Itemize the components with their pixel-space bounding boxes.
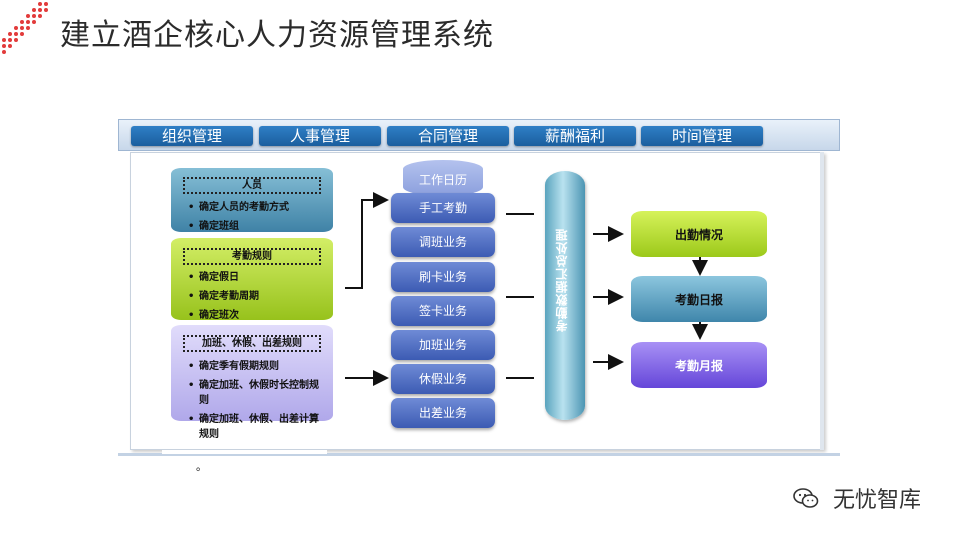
stack-item-leave: 休假业务 [391,364,495,394]
overtime-item: 确定加班、休假时长控制规则 [185,378,325,408]
process-label: 考勤数据汇总处理 [555,228,569,332]
attendance-rules-box: 考勤规则 确定假日 确定考勤周期 确定班次 [171,238,333,325]
tab-personnel[interactable]: 人事管理 [259,126,381,146]
panel-scrollbar [820,152,824,450]
staff-item: 确定人员的考勤方式 [185,198,289,217]
staff-box: 人员 确定人员的考勤方式 确定班组 [171,168,333,236]
footer-glyph: 。 [196,460,207,473]
tab-org[interactable]: 组织管理 [131,126,253,146]
tab-contract[interactable]: 合同管理 [387,126,509,146]
process-cylinder [545,171,585,420]
divider-gap [162,450,327,454]
stack-item-card-swipe: 刷卡业务 [391,262,495,292]
stack-item-shift-swap: 调班业务 [391,227,495,257]
logo-dots [2,2,48,54]
wechat-icon [793,488,819,508]
module-nav-bar: 组织管理 人事管理 合同管理 薪酬福利 时间管理 [118,119,840,151]
tab-salary[interactable]: 薪酬福利 [514,126,636,146]
overtime-item: 确定季有假期规则 [185,357,325,376]
output-monthly-report: 考勤月报 [631,342,767,388]
staff-box-header: 人员 [183,177,321,194]
divider [118,453,840,456]
watermark-text: 无忧智库 [833,488,922,513]
rules-item: 确定考勤周期 [185,287,259,306]
stack-item-manual: 手工考勤 [391,193,495,223]
overtime-rules-box: 加班、休假、出差规则 确定季有假期规则 确定加班、休假时长控制规则 确定加班、休… [171,325,333,440]
work-calendar: 工作日历 [403,160,483,196]
stack-item-sign-card: 签卡业务 [391,296,495,326]
overtime-rules-header: 加班、休假、出差规则 [183,335,321,352]
rules-item: 确定假日 [185,268,259,287]
staff-item: 确定班组 [185,217,289,236]
stack-item-business-trip: 出差业务 [391,398,495,428]
stack-item-overtime: 加班业务 [391,330,495,360]
attendance-rules-header: 考勤规则 [183,248,321,265]
overtime-item: 确定加班、休假、出差计算规则 [185,412,325,442]
tab-time[interactable]: 时间管理 [641,126,763,146]
rules-item: 确定班次 [185,306,259,325]
output-attendance: 出勤情况 [631,211,767,257]
output-daily-report: 考勤日报 [631,276,767,322]
page-title: 建立酒企核心人力资源管理系统 [60,18,494,53]
